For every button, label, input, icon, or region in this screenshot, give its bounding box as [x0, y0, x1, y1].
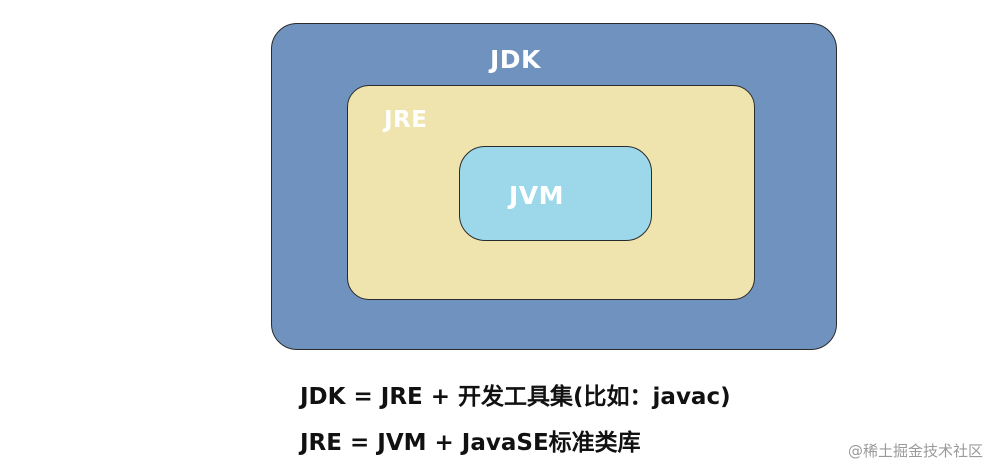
jdk-label: JDK: [490, 45, 541, 74]
jvm-box: [459, 146, 652, 241]
jre-label: JRE: [384, 107, 428, 133]
formula-jdk: JDK = JRE + 开发工具集(比如：javac): [300, 384, 731, 410]
jvm-label: JVM: [509, 181, 565, 210]
formula-jre: JRE = JVM + JavaSE标准类库: [300, 430, 641, 456]
watermark: @稀土掘金技术社区: [847, 442, 983, 460]
